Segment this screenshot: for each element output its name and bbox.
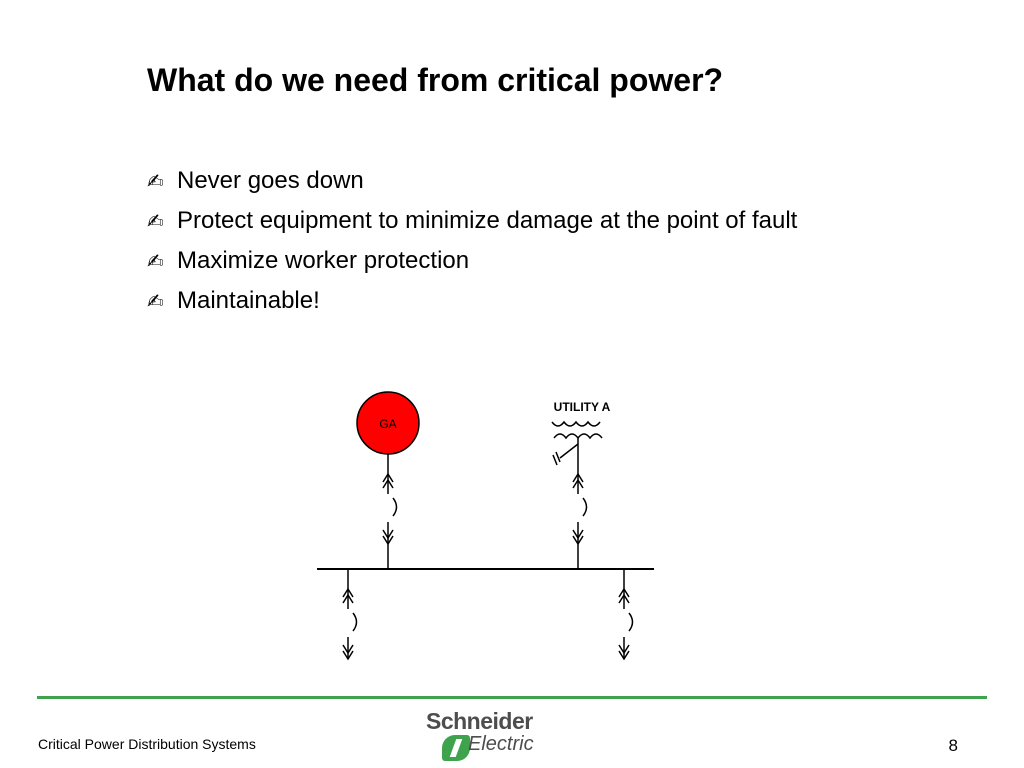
- bullet-item: ✍ Maintainable!: [147, 284, 867, 317]
- utility-breaker: [572, 473, 588, 545]
- schneider-electric-logo: Schneider Electric: [422, 708, 542, 764]
- writing-hand-icon: ✍: [147, 209, 164, 233]
- logo-mark-icon: [442, 735, 470, 761]
- feeder-breaker-left: [342, 588, 358, 660]
- utility-label: UTILITY A: [554, 400, 611, 414]
- transformer-symbol: [551, 420, 603, 474]
- writing-hand-icon: ✍: [147, 169, 164, 193]
- bullet-text: Never goes down: [177, 167, 364, 194]
- logo-wordmark-bottom: Electric: [468, 733, 534, 755]
- bullet-item: ✍ Protect equipment to minimize damage a…: [147, 204, 867, 237]
- footer-text: Critical Power Distribution Systems: [38, 736, 256, 752]
- page-number: 8: [948, 736, 958, 755]
- bullet-item: ✍ Maximize worker protection: [147, 244, 867, 277]
- feeder-breaker-right: [618, 588, 634, 660]
- generator-breaker: [382, 473, 398, 545]
- generator-label: GA: [379, 417, 396, 431]
- bullet-text: Maximize worker protection: [177, 247, 470, 274]
- slide-title: What do we need from critical power?: [147, 62, 724, 98]
- bullet-text: Protect equipment to minimize damage at …: [177, 207, 798, 234]
- bullet-text: Maintainable!: [177, 287, 320, 314]
- writing-hand-icon: ✍: [147, 249, 164, 273]
- writing-hand-icon: ✍: [147, 289, 164, 313]
- logo-wordmark-top: Schneider: [426, 708, 533, 734]
- bullet-list: ✍ Never goes down ✍ Protect equipment to…: [147, 164, 867, 324]
- bullet-item: ✍ Never goes down: [147, 164, 867, 197]
- footer-divider: [37, 696, 987, 699]
